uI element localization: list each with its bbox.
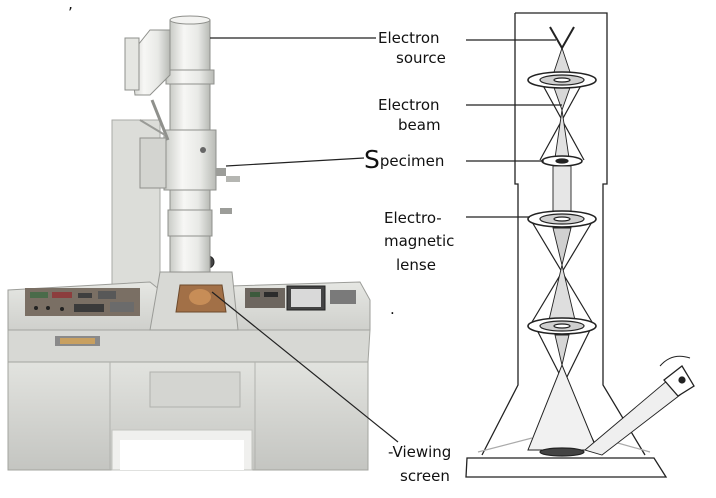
screen-image: [539, 447, 585, 457]
label-specimen-rest: pecimen: [380, 152, 445, 170]
label-lens-line3: lense: [396, 256, 436, 274]
label-electron-beam-line1: Electron: [378, 96, 440, 114]
column-housing: [481, 12, 646, 456]
label-lens-line2: magnetic: [384, 232, 454, 250]
label-electron-source-line2: source: [396, 49, 446, 67]
leader-specimen-left: [225, 157, 365, 167]
leader-viewing-screen: [211, 291, 399, 443]
microscope-photo: [7, 15, 371, 471]
stray-dot: .: [390, 300, 395, 318]
base-plate: [465, 457, 668, 478]
viewing-port-beam: [584, 379, 681, 456]
label-viewing-screen-line1: -Viewing: [388, 443, 451, 461]
schematic: [465, 12, 695, 478]
label-electron-beam-line2: beam: [398, 116, 441, 134]
lens-objective: [527, 210, 597, 228]
labels: Electron source Electron beam Specimen E…: [364, 29, 454, 485]
lens-projector: [527, 317, 597, 335]
label-lens-line1: Electro-: [384, 209, 442, 227]
label-electron-source-line1: Electron: [378, 29, 440, 47]
leader-lines: [210, 37, 562, 443]
label-viewing-screen-line2: screen: [400, 467, 450, 485]
lens-condenser: [527, 71, 597, 89]
label-specimen: Specimen: [364, 145, 444, 174]
side-module: [139, 137, 167, 189]
right-control-panel: [245, 288, 285, 308]
label-specimen-initial: S: [364, 145, 380, 174]
stray-mark: ʼ: [68, 4, 73, 22]
electron-source-filament: [549, 26, 575, 51]
